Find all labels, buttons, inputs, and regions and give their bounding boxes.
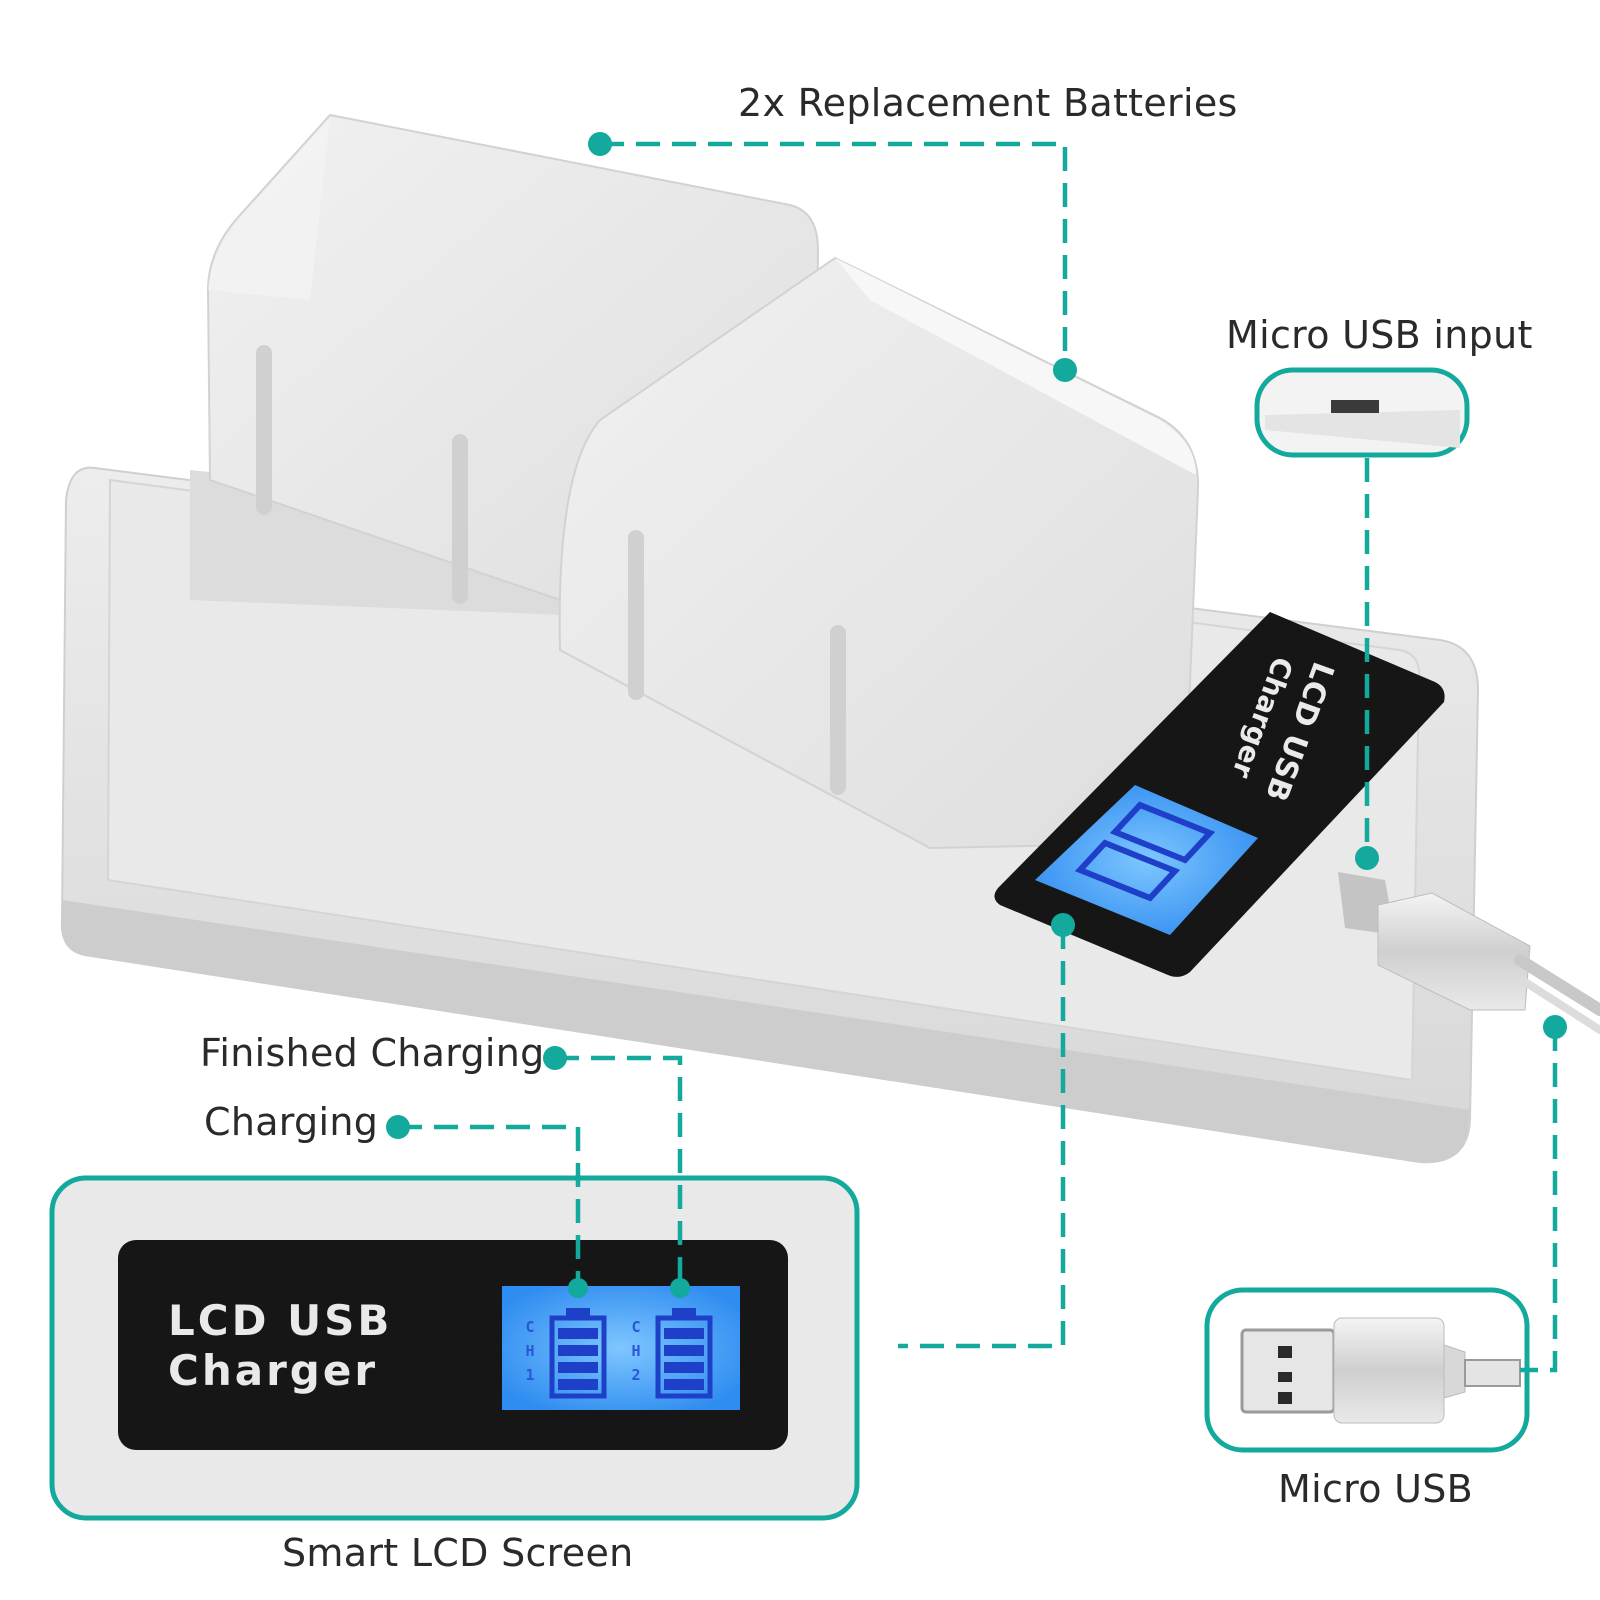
inset-lcd-label-line1: LCD USB xyxy=(168,1296,393,1345)
batteries-callout: 2x Replacement Batteries xyxy=(738,81,1238,125)
finished-charging-callout: Finished Charging xyxy=(200,1031,545,1075)
inset-lcd-label-line2: Charger xyxy=(168,1346,379,1395)
usb-cable xyxy=(1338,872,1600,1034)
callout-lines xyxy=(398,141,1558,1373)
channel-2-letter: H xyxy=(631,1342,641,1360)
channel-1-letter: 1 xyxy=(525,1366,535,1384)
charging-callout: Charging xyxy=(204,1100,379,1144)
callout-dots xyxy=(386,132,1567,1298)
micro-usb-inset xyxy=(1204,1287,1530,1453)
channel-1-letter: C xyxy=(525,1318,535,1336)
lcd-screen-callout: Smart LCD Screen xyxy=(282,1531,634,1575)
channel-1-letter: H xyxy=(525,1342,535,1360)
usb-input-inset xyxy=(1254,367,1470,458)
lcd-inset xyxy=(49,1175,860,1521)
charger-lcd-panel: LCD USB Charger xyxy=(994,612,1445,977)
usb-input-callout: Micro USB input xyxy=(1226,313,1533,357)
channel-2-letter: 2 xyxy=(631,1366,641,1384)
channel-2-letter: C xyxy=(631,1318,641,1336)
micro-usb-callout: Micro USB xyxy=(1278,1467,1474,1511)
battery-right xyxy=(558,256,1200,850)
